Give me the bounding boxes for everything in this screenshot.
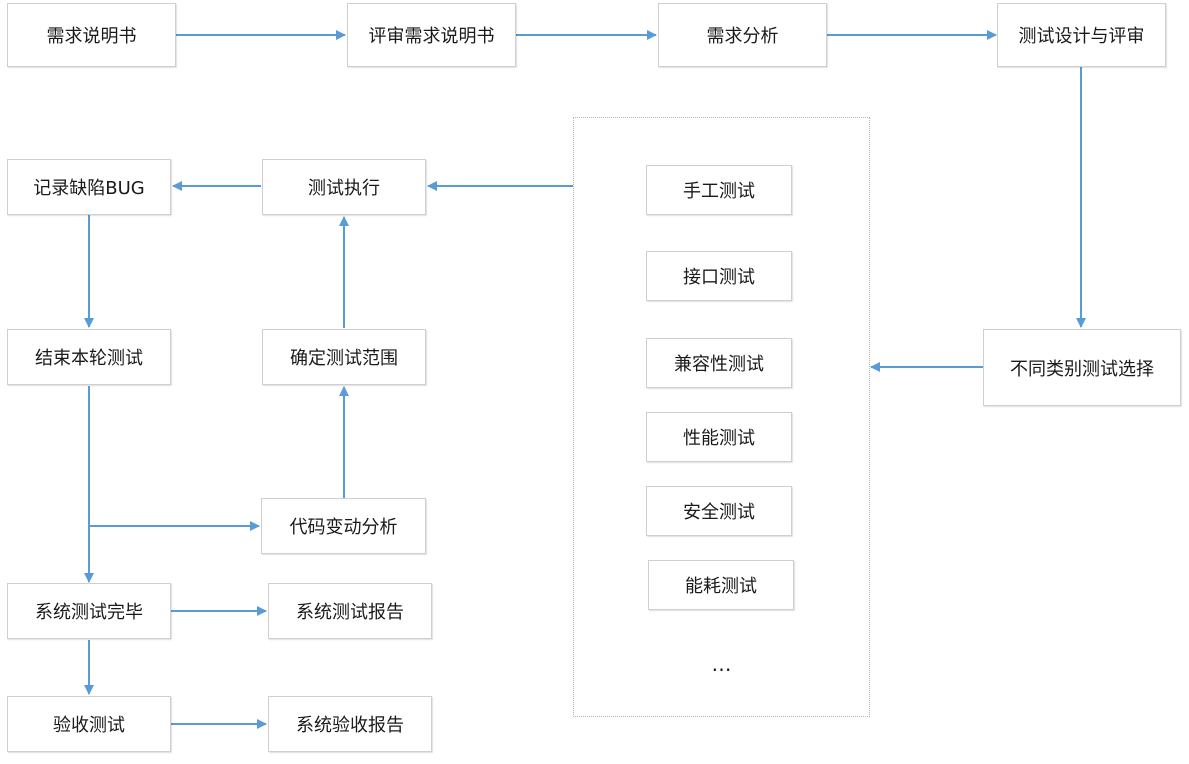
test-type-manual: 手工测试: [646, 165, 792, 215]
node-review-requirements-spec: 评审需求说明书: [347, 3, 516, 67]
node-determine-scope: 确定测试范围: [262, 329, 426, 385]
test-type-performance: 性能测试: [646, 412, 792, 462]
node-acceptance-report: 系统验收报告: [268, 696, 432, 752]
node-code-change-analysis: 代码变动分析: [261, 498, 426, 554]
test-type-energy: 能耗测试: [648, 560, 794, 610]
node-test-type-selection: 不同类别测试选择: [983, 329, 1181, 406]
test-type-security: 安全测试: [646, 486, 792, 536]
node-record-bug: 记录缺陷BUG: [7, 159, 171, 215]
test-type-interface: 接口测试: [646, 251, 792, 301]
node-requirements-spec: 需求说明书: [7, 3, 176, 67]
node-test-design-review: 测试设计与评审: [997, 3, 1166, 67]
node-system-test-complete: 系统测试完毕: [7, 583, 171, 639]
node-test-execution: 测试执行: [262, 159, 426, 215]
node-requirements-analysis: 需求分析: [658, 3, 827, 67]
test-type-compatibility: 兼容性测试: [646, 338, 792, 388]
node-end-round: 结束本轮测试: [7, 329, 171, 385]
node-acceptance-test: 验收测试: [7, 696, 171, 752]
more-indicator: …: [711, 652, 733, 676]
node-system-test-report: 系统测试报告: [268, 583, 432, 639]
test-type-group: [573, 117, 870, 717]
